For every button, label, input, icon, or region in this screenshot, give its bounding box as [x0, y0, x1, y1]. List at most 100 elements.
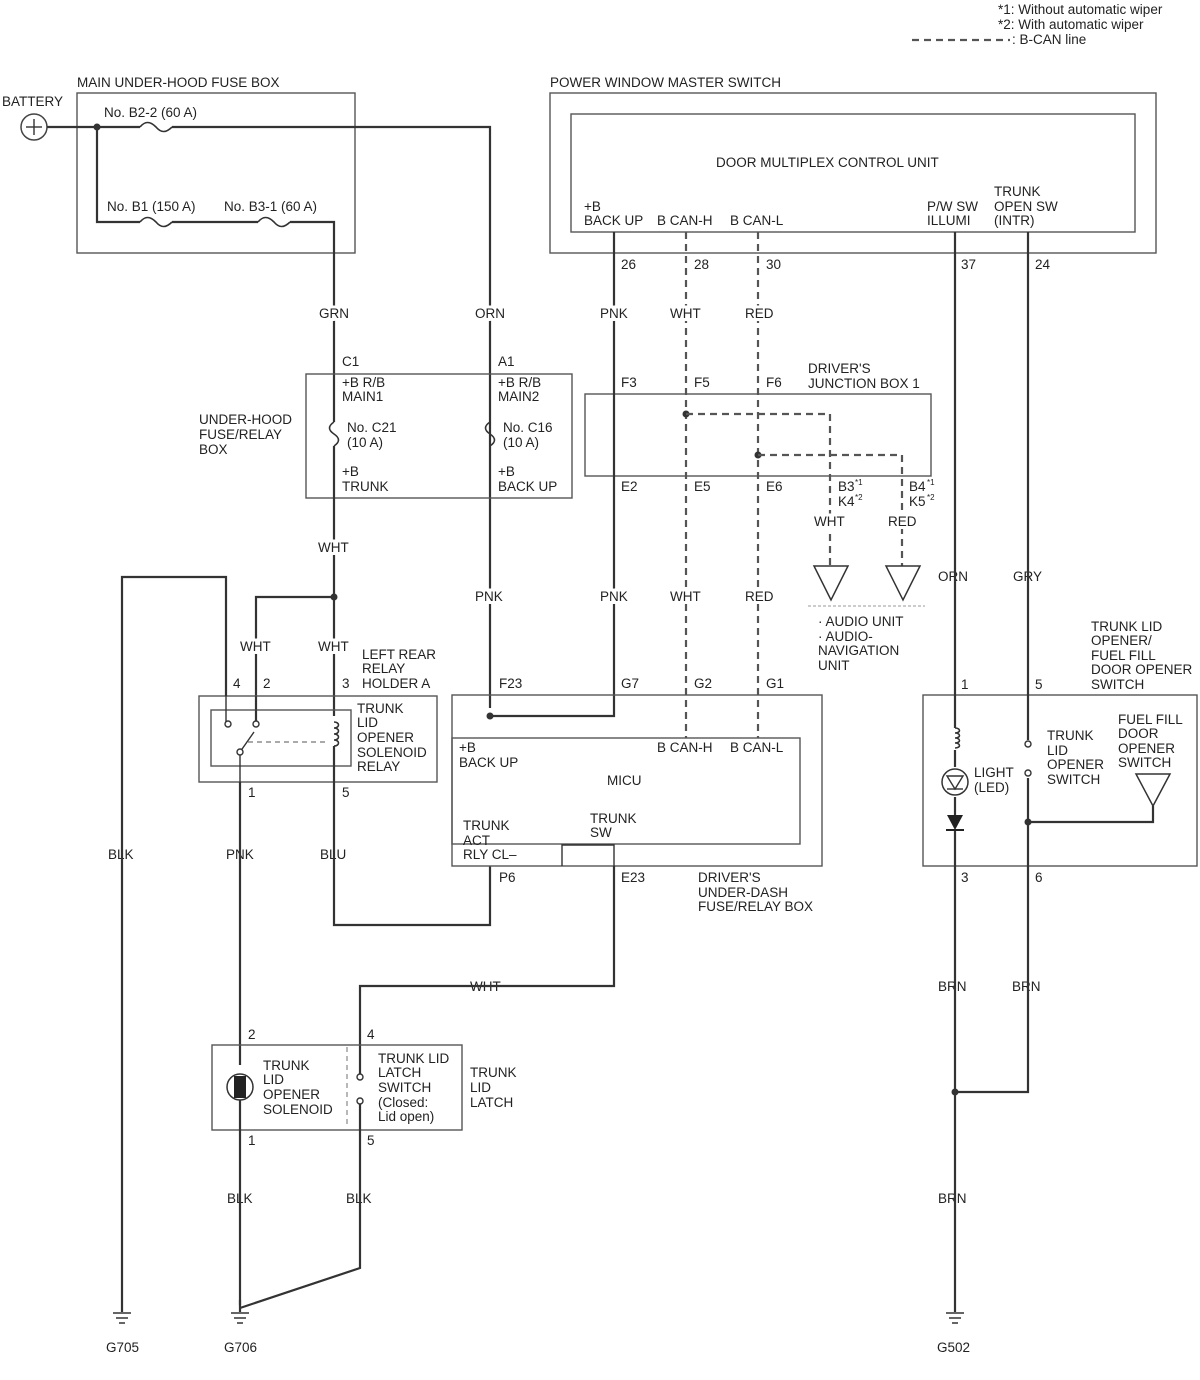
- wire-red-1: RED: [745, 306, 774, 321]
- fuse-c16-label: No. C16: [503, 420, 553, 435]
- fuse-c16-icon: [484, 421, 496, 447]
- battery-label: BATTERY: [2, 94, 63, 109]
- wire-wht-audio: WHT: [814, 514, 845, 529]
- fuel-sw-label-2: DOOR: [1118, 726, 1159, 741]
- wire-orn-2: ORN: [938, 569, 968, 584]
- audio-line-1: · AUDIO UNIT: [818, 614, 904, 629]
- led-diode-icon: [947, 815, 963, 830]
- wire-wht-3: WHT: [670, 589, 701, 604]
- micu-bcanl-label: B CAN-L: [730, 740, 784, 755]
- latch-sw-label-3: SWITCH: [378, 1080, 431, 1095]
- trunk-lid-opener-fuel-fill-switch: TRUNK LID OPENER/ FUEL FILL DOOR OPENER …: [922, 619, 1198, 885]
- relay-pin-2: 2: [263, 676, 271, 691]
- pw-sw-label: P/W SW: [927, 199, 978, 214]
- pin-26: 26: [621, 257, 636, 272]
- micu-sw-label-2: SW: [590, 825, 612, 840]
- light-label: LIGHT: [974, 765, 1014, 780]
- connector-e23: E23: [621, 870, 645, 885]
- audio-line-2: · AUDIO-: [818, 629, 873, 644]
- b3-sup: *1: [855, 478, 863, 487]
- connector-c1: C1: [342, 354, 359, 369]
- wire-pnk-2: PNK: [475, 589, 503, 604]
- connector-a1: A1: [498, 354, 515, 369]
- relay-pin-3: 3: [342, 676, 350, 691]
- junction-title: DRIVER'S: [808, 361, 871, 376]
- underdash-title: DRIVER'S: [698, 870, 761, 885]
- micu-act-label: TRUNK: [463, 818, 510, 833]
- k5-sup: *2: [927, 493, 935, 502]
- relay-holder-title-2: RELAY: [362, 661, 405, 676]
- legend-note-2: *2: With automatic wiper: [998, 17, 1144, 32]
- connector-k5: K5: [909, 494, 926, 509]
- trunk-switch-title: TRUNK LID: [1091, 619, 1163, 634]
- relay-label-4: SOLENOID: [357, 745, 427, 760]
- underhood-title-2: FUSE/RELAY: [199, 427, 282, 442]
- drivers-under-dash-fuse-relay-box: F23 G7 G2 G1 +B BACK UP B CAN-H B CAN-L …: [451, 676, 823, 914]
- wire-wht-1: WHT: [670, 306, 701, 321]
- audio-unit-label: · AUDIO UNIT · AUDIO- NAVIGATION UNIT: [818, 614, 904, 673]
- latch-switch-icon: [356, 1073, 364, 1081]
- connector-k4: K4: [838, 494, 855, 509]
- relay-coil-icon: [333, 721, 340, 747]
- trunk-switch-contact-icon: [1024, 740, 1032, 748]
- fuel-sw-label: FUEL FILL: [1118, 712, 1183, 727]
- wire-brn-2: BRN: [1012, 979, 1041, 994]
- ground-icon-g502: [946, 1312, 964, 1324]
- underhood-title-3: BOX: [199, 442, 228, 457]
- connector-f3: F3: [621, 375, 637, 390]
- legend: *1: Without automatic wiper *2: With aut…: [912, 2, 1163, 47]
- switch-pin-5: 5: [1035, 677, 1043, 692]
- relay-pin-5: 5: [342, 785, 350, 800]
- k4-sup: *2: [855, 493, 863, 502]
- connector-e5: E5: [694, 479, 711, 494]
- pin-37: 37: [961, 257, 976, 272]
- light-label-2: (LED): [974, 780, 1009, 795]
- audio-line-4: UNIT: [818, 658, 850, 673]
- fuse-c21-icon: [328, 421, 340, 447]
- relay-holder-title-3: HOLDER A: [362, 676, 430, 691]
- power-window-master-switch: POWER WINDOW MASTER SWITCH DOOR MULTIPLE…: [549, 75, 1157, 272]
- connector-f6: F6: [766, 375, 782, 390]
- light-bulb-icon: [941, 768, 969, 796]
- latch-sw-label-4: (Closed:: [378, 1095, 428, 1110]
- pw-backup-label: +B: [584, 199, 601, 214]
- drivers-junction-box-1: DRIVER'S JUNCTION BOX 1 F3 F5 F6 E2 E5 E…: [584, 361, 935, 509]
- micu-backup-label-2: BACK UP: [459, 755, 518, 770]
- fuse-b2-2-label: No. B2-2 (60 A): [104, 105, 197, 120]
- trunk-label: +B: [342, 464, 359, 479]
- connector-g2: G2: [694, 676, 712, 691]
- battery: BATTERY: [2, 94, 63, 141]
- trunk-sw-label-2: LID: [1047, 743, 1068, 758]
- fuel-door-switch-icon: [1134, 773, 1172, 808]
- ground-g502: G502: [937, 1312, 970, 1355]
- solenoid-label: TRUNK: [263, 1058, 310, 1073]
- junction-title-2: JUNCTION BOX 1: [808, 376, 920, 391]
- ground-icon-g705: [113, 1312, 131, 1324]
- latch-title: TRUNK: [470, 1065, 517, 1080]
- relay-label-3: OPENER: [357, 730, 414, 745]
- relay-pin-1: 1: [248, 785, 256, 800]
- trunk-open-label-2: OPEN SW: [994, 199, 1058, 214]
- wire-brn-1: BRN: [938, 979, 967, 994]
- trunk-lid-latch: TRUNK LID LATCH TRUNK LID OPENER SOLENOI…: [211, 1027, 517, 1148]
- trunk-sw-label-4: SWITCH: [1047, 772, 1100, 787]
- pin-30: 30: [766, 257, 781, 272]
- ground-icon-g706: [231, 1312, 249, 1324]
- main1-label: +B R/B: [342, 375, 385, 390]
- main-under-hood-fuse-box: MAIN UNDER-HOOD FUSE BOX No. B2-2 (60 A)…: [76, 75, 356, 254]
- fuse-b3-1-icon: [257, 216, 291, 228]
- fuse-c21-label: No. C21: [347, 420, 397, 435]
- trunk-switch-title-2: OPENER/: [1091, 633, 1152, 648]
- fuse-b1-label: No. B1 (150 A): [107, 199, 196, 214]
- connector-g1: G1: [766, 676, 784, 691]
- fuse-b2-2-icon: [139, 121, 173, 133]
- latch-title-3: LATCH: [470, 1095, 513, 1110]
- pw-master-switch-title: POWER WINDOW MASTER SWITCH: [550, 75, 781, 90]
- ground-g706-label: G706: [224, 1340, 257, 1355]
- solenoid-label-3: OPENER: [263, 1087, 320, 1102]
- latch-sw-label-2: LATCH: [378, 1065, 421, 1080]
- ground-g705: G705: [106, 1312, 139, 1355]
- micu-sw-label: TRUNK: [590, 811, 637, 826]
- trunk-switch-title-4: DOOR OPENER: [1091, 662, 1193, 677]
